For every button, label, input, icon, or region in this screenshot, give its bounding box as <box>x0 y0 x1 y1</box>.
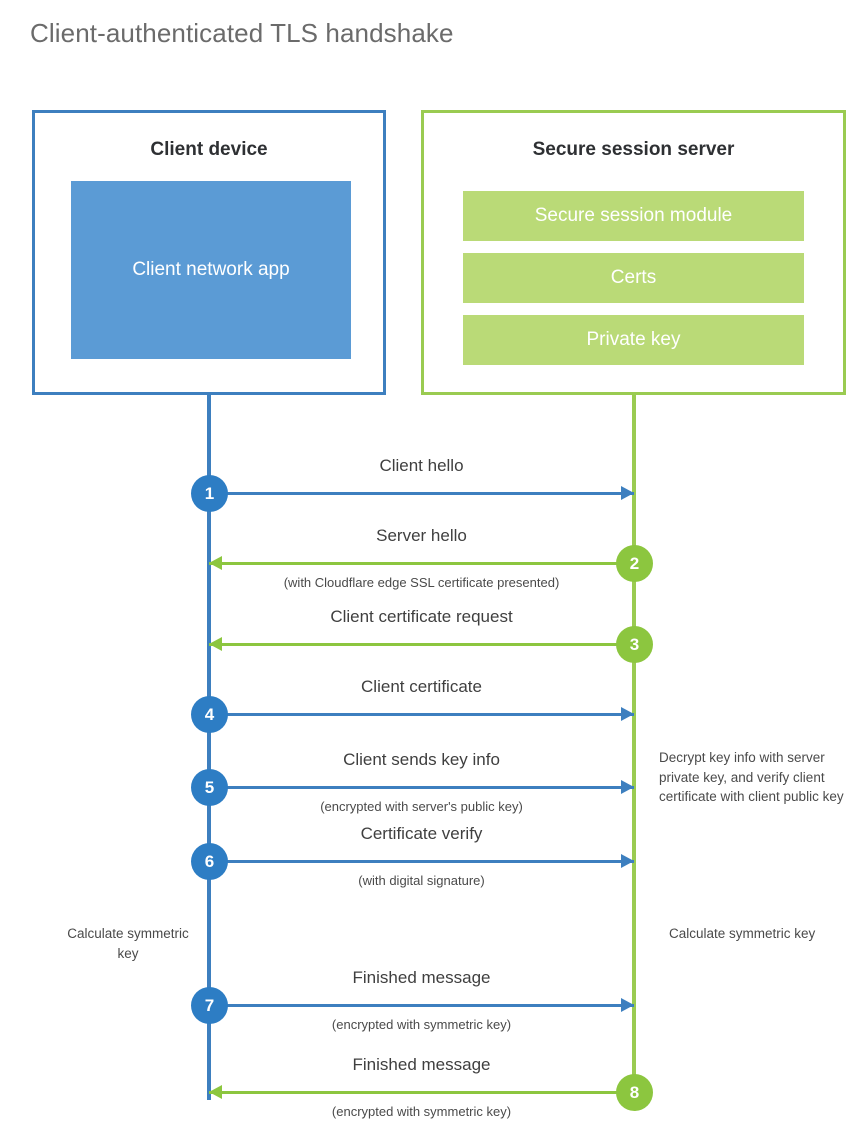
step-label-8: Finished message <box>352 1055 491 1074</box>
server-decrypt-note: Decrypt key info with server private key… <box>659 750 844 805</box>
secure-session-server-box: Secure session server Secure session mod… <box>421 110 846 395</box>
step-sublabel-8: (encrypted with symmetric key) <box>331 1104 512 1119</box>
arrow-head-step-4 <box>621 707 634 721</box>
step-label-3: Client certificate request <box>330 607 513 626</box>
arrow-line-step-4 <box>209 713 634 716</box>
step-sublabel-7: (encrypted with symmetric key) <box>331 1017 512 1032</box>
server-lifeline <box>632 394 636 1092</box>
step-number-circle-7: 7 <box>191 987 228 1024</box>
step-number-circle-1: 1 <box>191 475 228 512</box>
server-calculate-symmetric-key-note: Calculate symmetric key <box>669 926 816 941</box>
arrow-head-step-2 <box>209 556 222 570</box>
client-lifeline <box>207 394 211 1100</box>
arrow-head-step-1 <box>621 486 634 500</box>
arrow-head-step-5 <box>621 780 634 794</box>
page-title: Client-authenticated TLS handshake <box>30 18 454 48</box>
arrow-head-step-8 <box>209 1085 222 1099</box>
step-label-1: Client hello <box>379 456 464 475</box>
server-component-secure-session-module: Secure session module <box>463 191 804 241</box>
step-number-circle-8: 8 <box>616 1074 653 1111</box>
arrow-line-step-6 <box>209 860 634 863</box>
client-device-title: Client device <box>150 139 268 160</box>
server-component-private-key: Private key <box>463 315 804 365</box>
client-network-app-block: Client network app <box>71 181 351 359</box>
client-device-box: Client device Client network app <box>32 110 386 395</box>
step-sublabel-2: (with Cloudflare edge SSL certificate pr… <box>283 575 560 590</box>
arrow-head-step-3 <box>209 637 222 651</box>
arrow-head-step-7 <box>621 998 634 1012</box>
secure-session-server-title: Secure session server <box>532 139 735 160</box>
step-label-7: Finished message <box>352 968 491 987</box>
step-number-circle-4: 4 <box>191 696 228 733</box>
step-number-circle-6: 6 <box>191 843 228 880</box>
step-sublabel-5: (encrypted with server's public key) <box>320 799 523 814</box>
step-label-6: Certificate verify <box>360 824 483 843</box>
step-sublabel-6: (with digital signature) <box>358 873 485 888</box>
step-label-2: Server hello <box>376 526 467 545</box>
arrow-line-step-8 <box>209 1091 634 1094</box>
arrow-line-step-1 <box>209 492 634 495</box>
arrow-head-step-6 <box>621 854 634 868</box>
arrow-line-step-7 <box>209 1004 634 1007</box>
arrow-line-step-5 <box>209 786 634 789</box>
arrow-line-step-2 <box>209 562 634 565</box>
step-label-5: Client sends key info <box>343 750 500 769</box>
arrow-line-step-3 <box>209 643 634 646</box>
step-number-circle-5: 5 <box>191 769 228 806</box>
server-component-certs: Certs <box>463 253 804 303</box>
client-calculate-symmetric-key-note: Calculate symmetric key <box>67 926 189 961</box>
step-number-circle-2: 2 <box>616 545 653 582</box>
step-number-circle-3: 3 <box>616 626 653 663</box>
step-label-4: Client certificate <box>361 677 482 696</box>
